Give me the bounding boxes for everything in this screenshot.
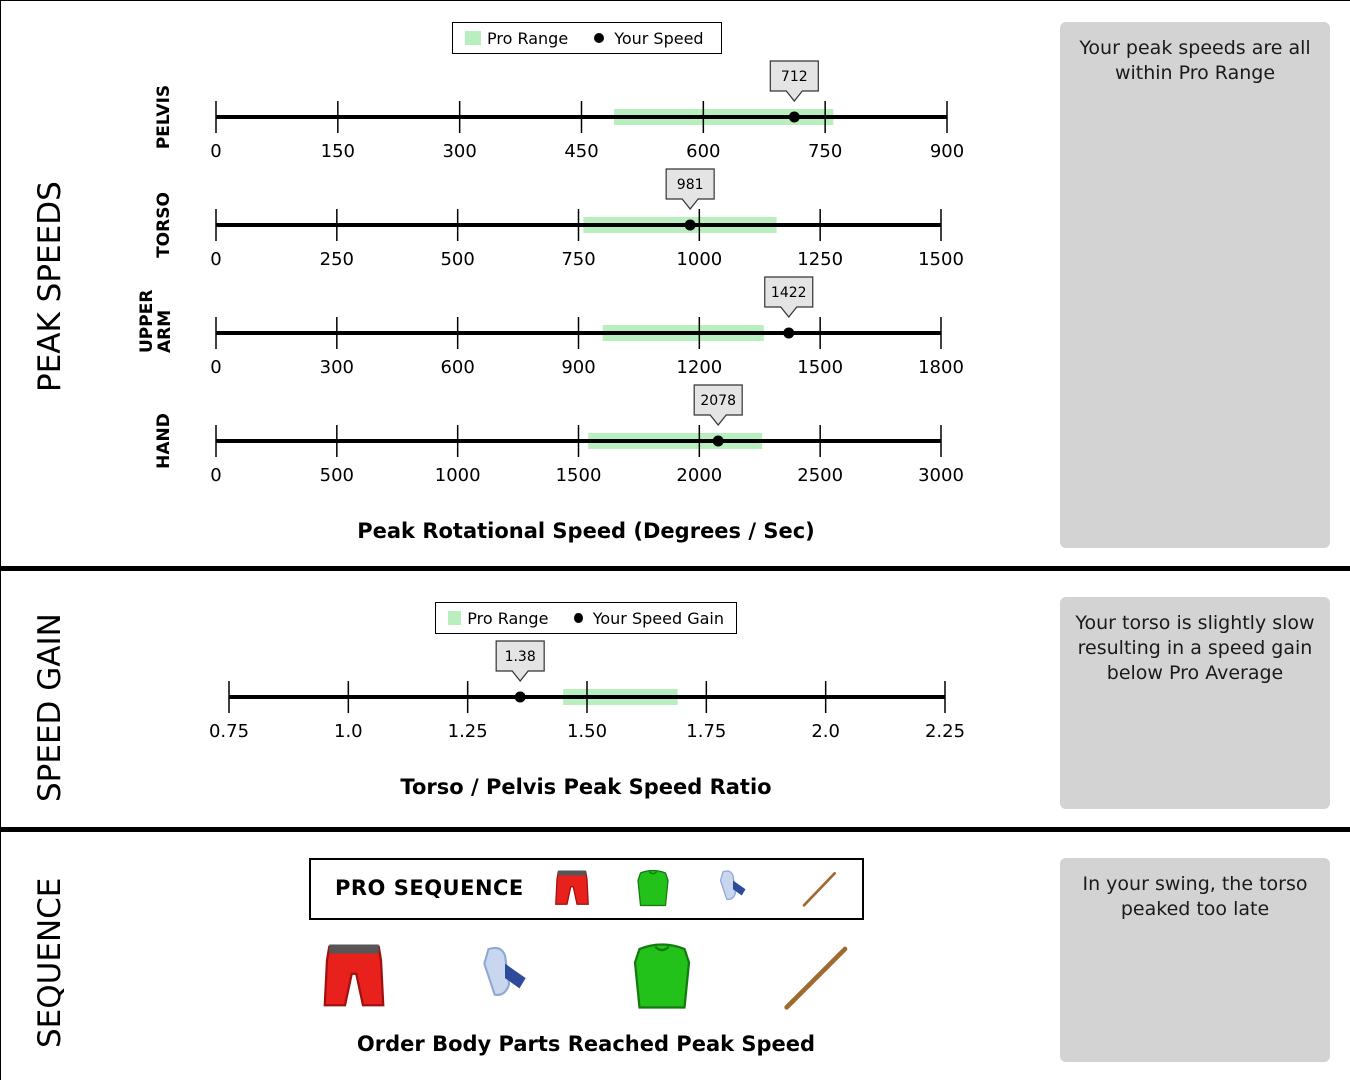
- pelvis-row-tick-label: 150: [321, 141, 355, 162]
- torso-row-tick-label: 750: [561, 249, 595, 270]
- legend-your-speed-gain-label: Your Speed Gain: [592, 608, 724, 628]
- torso-row-value-label: 981: [677, 177, 704, 193]
- pelvis-row-tick-label: 750: [808, 141, 842, 162]
- upper-arm-icon: [483, 946, 526, 996]
- upper-arm-row-tick-label: 1500: [797, 357, 843, 378]
- pelvis-icon: [323, 944, 385, 1007]
- hand-row-tick-label: 2000: [676, 465, 722, 486]
- hand-row-tick-label: 0: [210, 465, 221, 486]
- pelvis-row-tick-label: 600: [686, 141, 720, 162]
- hand-row-tick-label: 1000: [435, 465, 481, 486]
- pelvis-row-value-point: [788, 111, 800, 123]
- peak-speeds-note: Your peak speeds are all within Pro Rang…: [1079, 37, 1311, 84]
- hand-row-tick-label: 3000: [918, 465, 964, 486]
- speed-gain-row-tick-label: 1.50: [567, 721, 607, 742]
- bat-icon: [802, 872, 836, 907]
- hand-row-tick-label: 500: [320, 465, 354, 486]
- hand-row-value-label: 2078: [700, 393, 736, 409]
- pelvis-icon: [555, 870, 589, 905]
- pro-sequence-box: PRO SEQUENCE: [309, 858, 864, 920]
- torso-row-value-point: [684, 219, 696, 231]
- upper-arm-row-tick-label: 0: [210, 357, 221, 378]
- upper-arm-row-tick-label: 300: [320, 357, 354, 378]
- speed-gain-row-tick-label: 2.0: [811, 721, 840, 742]
- pro-range-swatch: [465, 31, 481, 45]
- speed-gain-row-tick-label: 1.75: [686, 721, 726, 742]
- section-divider: [0, 566, 1350, 571]
- your-speed-gain-dot-icon: [574, 613, 583, 623]
- upper-arm-row-tick-label: 1800: [918, 357, 964, 378]
- your-speed-dot-icon: [594, 33, 605, 43]
- sequence-caption: Order Body Parts Reached Peak Speed: [356, 1032, 816, 1056]
- speed-gain-row-tick-label: 1.0: [334, 721, 363, 742]
- legend-pro-range-label: Pro Range: [487, 28, 569, 48]
- section-divider: [0, 827, 1350, 832]
- legend-your-speed-label: Your Speed: [614, 28, 704, 48]
- hand-row-value-point: [712, 435, 724, 447]
- upper-arm-row-tick-label: 1200: [676, 357, 722, 378]
- torso-row-tick-label: 250: [320, 249, 354, 270]
- speed-gain-note-panel: Your torso is slightly slow resulting in…: [1060, 597, 1330, 809]
- upper-arm-row-value-label: 1422: [771, 285, 807, 301]
- speed-gain-row-tick-label: 0.75: [209, 721, 249, 742]
- hand-row-tick-label: 2500: [797, 465, 843, 486]
- speed-gain-chart: 0.75 1.0 1.25 1.50 1.75 2.0 2.25 1.38: [209, 640, 965, 742]
- speed-gain-row-value-point: [514, 691, 526, 703]
- speed-gain-legend: Pro Range Your Speed Gain: [435, 602, 737, 634]
- hand-row-tick-label: 1500: [556, 465, 602, 486]
- pelvis-row-tick-label: 0: [210, 141, 221, 162]
- peak-speeds-chart: 0 150 300 450 600 750 900 712 0 250 500 750 1000 1250…: [210, 60, 964, 486]
- torso-row-tick-label: 1250: [797, 249, 843, 270]
- pro-sequence-label: PRO SEQUENCE: [335, 876, 524, 900]
- speed-gain-row-tick-label: 1.25: [448, 721, 488, 742]
- pelvis-row-tick-label: 450: [564, 141, 598, 162]
- pro-range-swatch: [448, 611, 462, 625]
- speed-gain-note: Your torso is slightly slow resulting in…: [1075, 612, 1315, 684]
- torso-row-value-callout: [665, 168, 715, 210]
- speed-gain-row-value-callout: [495, 640, 545, 682]
- peak-speeds-legend: Pro Range Your Speed: [452, 22, 722, 54]
- upper-arm-row-tick-label: 600: [440, 357, 474, 378]
- legend-pro-range-label: Pro Range: [467, 608, 549, 628]
- torso-row-tick-label: 1500: [918, 249, 964, 270]
- torso-row-tick-label: 0: [210, 249, 221, 270]
- upper-arm-icon: [719, 870, 746, 901]
- torso-row-tick-label: 500: [440, 249, 474, 270]
- speed-gain-row-tick-label: 2.25: [925, 721, 965, 742]
- peak-speeds-axis-title: Peak Rotational Speed (Degrees / Sec): [357, 519, 815, 543]
- sequence-section-title: SEQUENCE: [32, 877, 68, 1048]
- bat-icon: [784, 946, 848, 1010]
- torso-icon: [633, 943, 691, 1009]
- sequence-note: In your swing, the torso peaked too late: [1082, 873, 1308, 920]
- sequence-note-panel: In your swing, the torso peaked too late: [1060, 858, 1330, 1062]
- upper-arm-row-tick-label: 900: [561, 357, 595, 378]
- pelvis-row-tick-label: 300: [442, 141, 476, 162]
- peak-speeds-note-panel: Your peak speeds are all within Pro Rang…: [1060, 22, 1330, 548]
- torso-icon: [637, 869, 669, 907]
- upper-arm-row-value-callout: [764, 276, 814, 318]
- pelvis-row-value-callout: [769, 60, 819, 102]
- upper-arm-row-value-point: [783, 327, 795, 339]
- hand-row-value-callout: [693, 384, 743, 426]
- pelvis-row-tick-label: 900: [930, 141, 964, 162]
- speed-gain-row-value-label: 1.38: [505, 649, 536, 665]
- torso-row-tick-label: 1000: [676, 249, 722, 270]
- pelvis-row-value-label: 712: [781, 69, 808, 85]
- speed-gain-axis-title: Torso / Pelvis Peak Speed Ratio: [400, 775, 772, 799]
